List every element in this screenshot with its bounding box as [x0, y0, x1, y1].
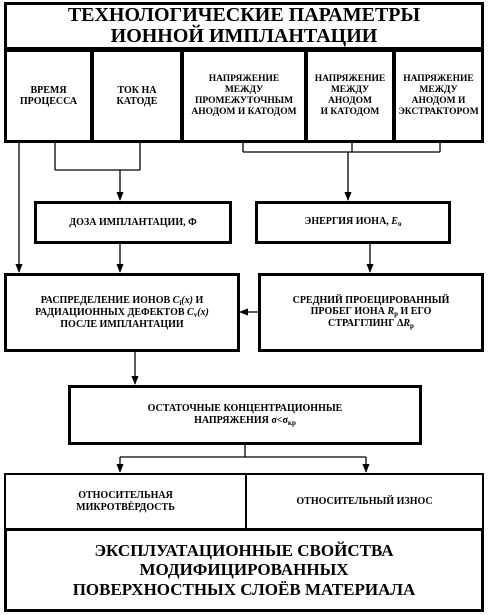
- energy-box: ЭНЕРГИЯ ИОНА, Eо: [255, 201, 451, 244]
- range-line-1: СРЕДНИЙ ПРОЕЦИРОВАННЫЙ: [292, 294, 450, 306]
- range-line-2: ПРОБЕГ ИОНА Rp И ЕГО: [310, 306, 432, 319]
- param-cathode-current-box: ТОК НА КАТОДЕ: [91, 49, 183, 143]
- wear-box: ОТНОСИТЕЛЬНЫЙ ИЗНОС: [245, 473, 484, 530]
- result-box: ЭКСПЛУАТАЦИОННЫЕ СВОЙСТВА МОДИФИЦИРОВАНН…: [4, 528, 484, 612]
- title-line-1: ТЕХНОЛОГИЧЕСКИЕ ПАРАМЕТРЫ: [67, 4, 421, 26]
- microhardness-line-1: ОТНОСИТЕЛЬНАЯ: [78, 490, 173, 501]
- param-anode-extractor-voltage-box: НАПРЯЖЕНИЕ МЕЖДУ АНОДОМ И ЭКСТРАКТОРОМ: [393, 49, 484, 143]
- stress-box: ОСТАТОЧНЫЕ КОНЦЕНТРАЦИОННЫЕ НАПРЯЖЕНИЯ σ…: [68, 385, 422, 445]
- title-box: ТЕХНОЛОГИЧЕСКИЕ ПАРАМЕТРЫ ИОННОЙ ИМПЛАНТ…: [4, 2, 484, 50]
- distribution-line-2: РАДИАЦИОННЫХ ДЕФЕКТОВ Cv(x): [35, 306, 209, 319]
- result-line-2: МОДИФИЦИРОВАННЫХ: [139, 560, 349, 580]
- distribution-box: РАСПРЕДЕЛЕНИЕ ИОНОВ Ci(x) И РАДИАЦИОННЫХ…: [4, 273, 240, 352]
- dose-label: ДОЗА ИМПЛАНТАЦИИ, Ф: [69, 216, 197, 228]
- param-anode-cathode-voltage-box: НАПРЯЖЕНИЕ МЕЖДУ АНОДОМ И КАТОДОМ: [305, 49, 395, 143]
- dose-box: ДОЗА ИМПЛАНТАЦИИ, Ф: [34, 201, 232, 244]
- result-line-3: ПОВЕРХНОСТНЫХ СЛОЁВ МАТЕРИАЛА: [72, 579, 416, 599]
- stress-line-2: НАПРЯЖЕНИЯ σ<σкр: [194, 414, 296, 427]
- energy-label: ЭНЕРГИЯ ИОНА, Eо: [304, 216, 402, 229]
- distribution-line-1: РАСПРЕДЕЛЕНИЕ ИОНОВ Ci(x) И: [40, 294, 204, 307]
- param-intermediate-anode-voltage-box: НАПРЯЖЕНИЕ МЕЖДУ ПРОМЕЖУТОЧНЫМ АНОДОМ И …: [181, 49, 307, 143]
- microhardness-line-2: МИКРОТВЁРДОСТЬ: [76, 501, 175, 513]
- title-line-2: ИОННОЙ ИМПЛАНТАЦИИ: [110, 25, 378, 47]
- param-time-box: ВРЕМЯ ПРОЦЕССА: [4, 49, 93, 143]
- result-line-1: ЭКСПЛУАТАЦИОННЫЕ СВОЙСТВА: [94, 540, 394, 560]
- stress-line-1: ОСТАТОЧНЫЕ КОНЦЕНТРАЦИОННЫЕ: [147, 403, 343, 415]
- wear-label: ОТНОСИТЕЛЬНЫЙ ИЗНОС: [296, 495, 433, 507]
- range-line-3: СТРАГГЛИНГ ΔRp: [328, 318, 414, 331]
- microhardness-box: ОТНОСИТЕЛЬНАЯ МИКРОТВЁРДОСТЬ: [4, 473, 247, 530]
- distribution-line-3: ПОСЛЕ ИМПЛАНТАЦИИ: [60, 318, 184, 330]
- range-box: СРЕДНИЙ ПРОЕЦИРОВАННЫЙ ПРОБЕГ ИОНА Rp И …: [258, 273, 484, 352]
